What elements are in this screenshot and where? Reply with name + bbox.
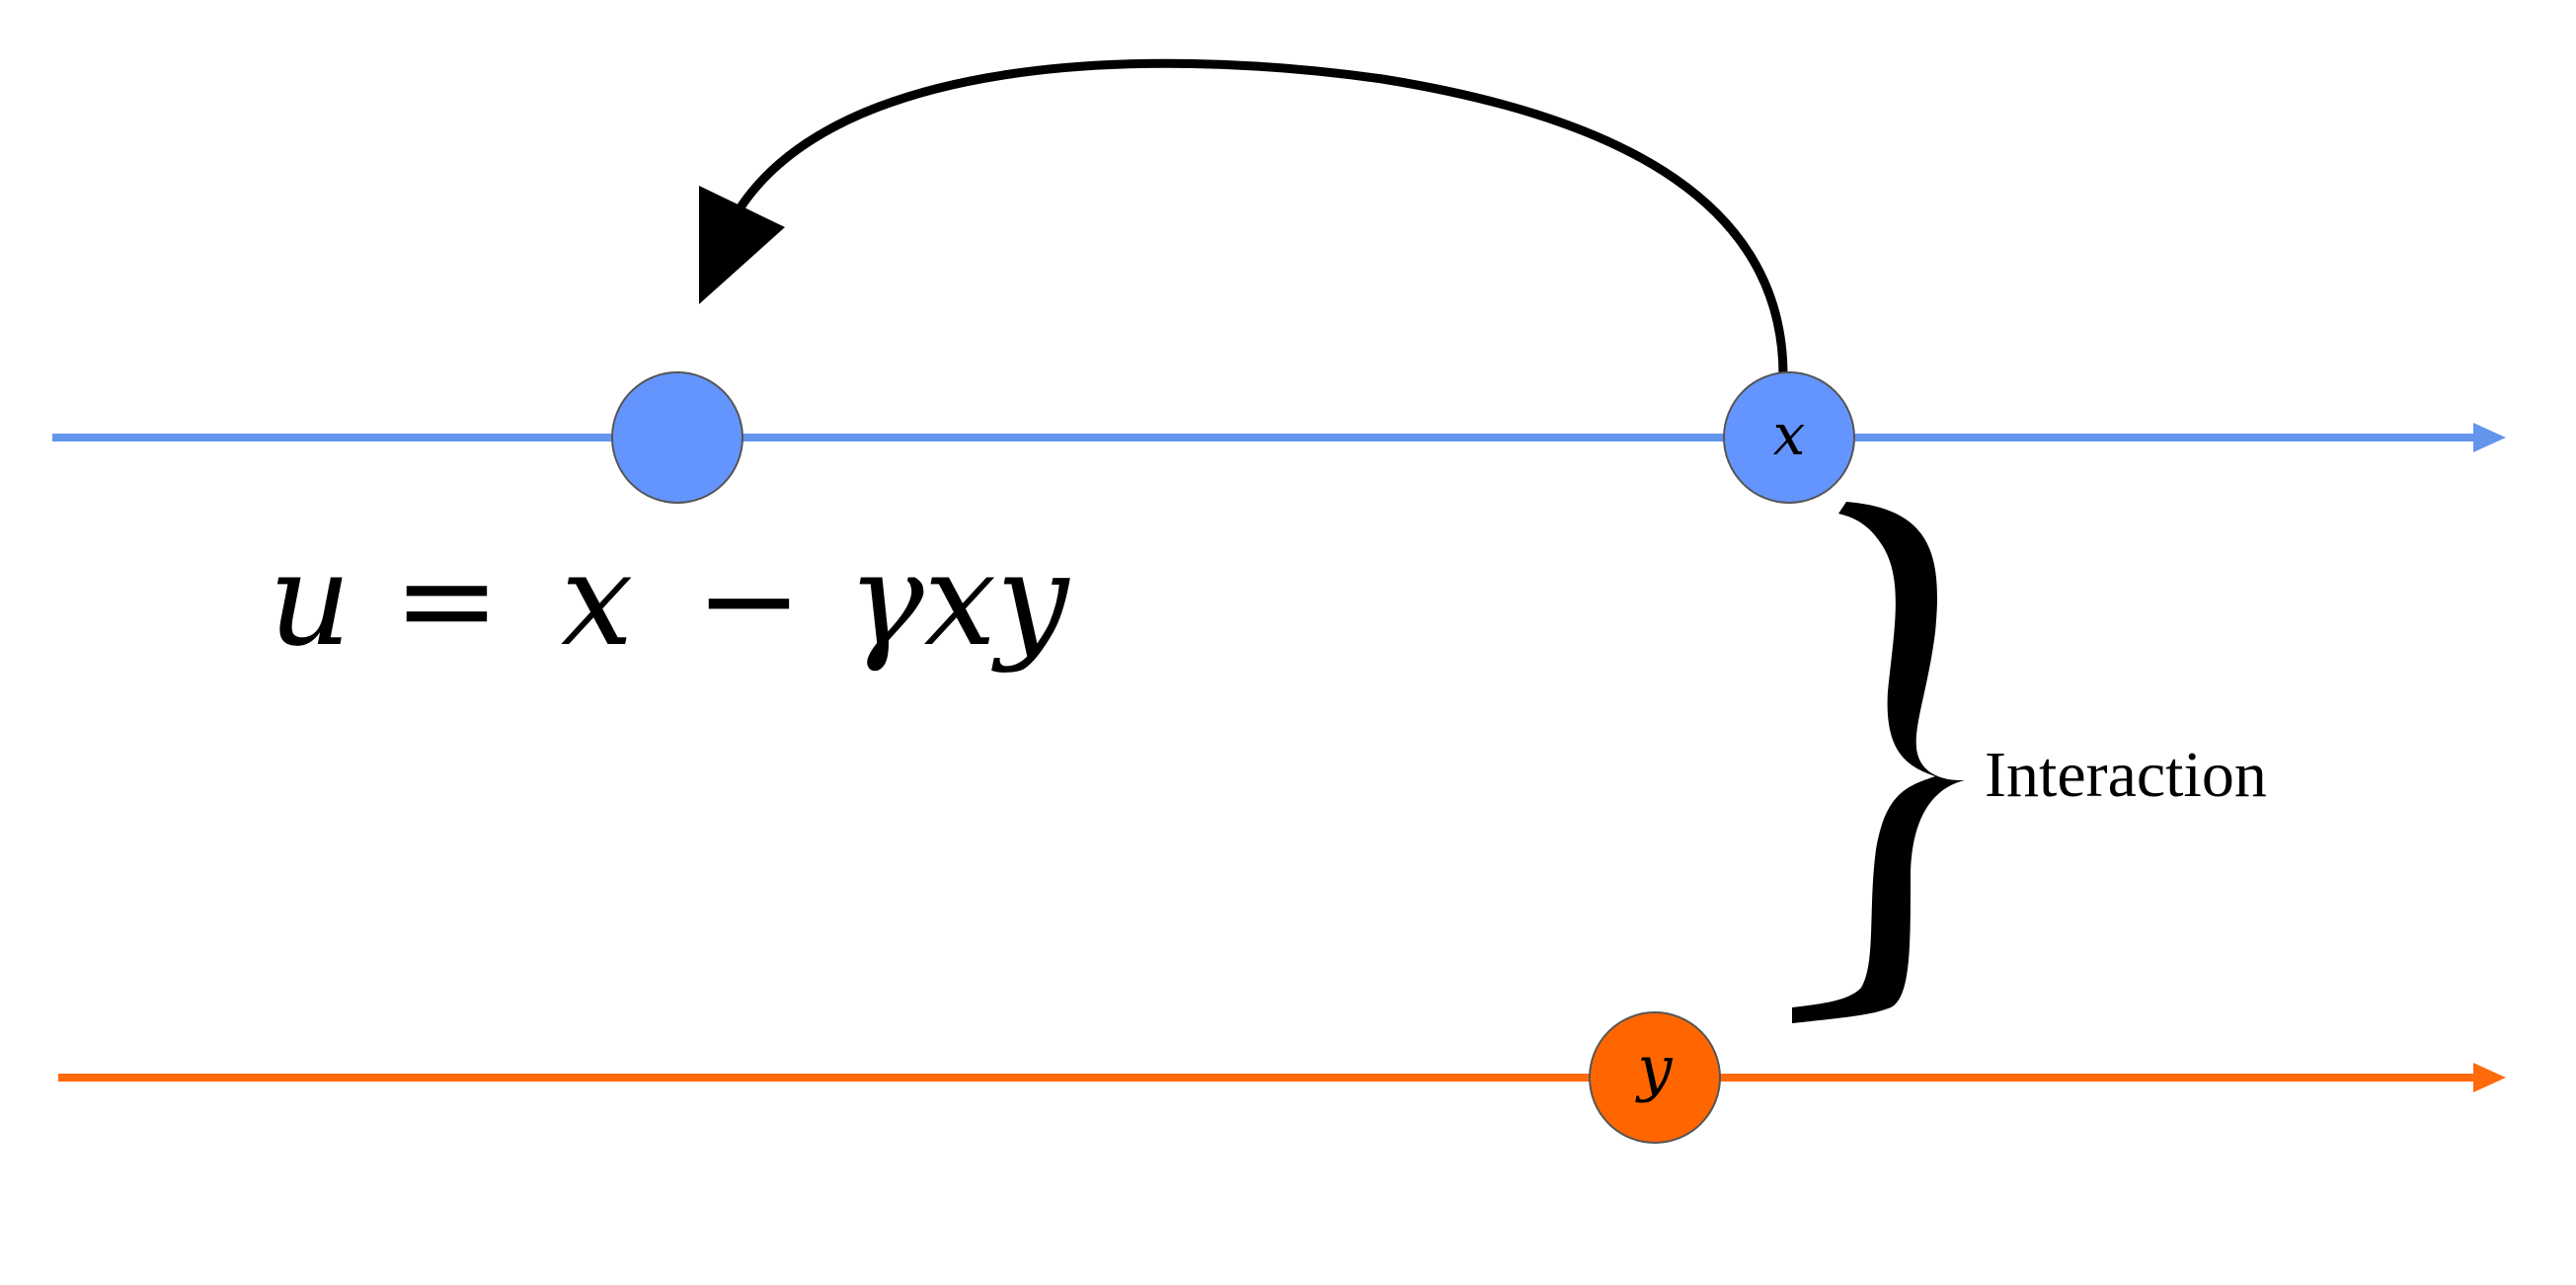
target-node: [611, 371, 743, 504]
y-axis: [58, 1063, 2506, 1092]
equation-minus: −: [695, 524, 803, 675]
feedback-arrowhead: [699, 186, 785, 304]
x-node: x: [1723, 371, 1855, 504]
x-node-label: x: [1773, 401, 1806, 468]
y-node-label: y: [1634, 1032, 1673, 1104]
interaction-brace: [1792, 502, 1965, 1023]
equation-equals: =: [393, 524, 501, 675]
equation-x: x: [561, 524, 633, 675]
x-axis: [52, 423, 2506, 452]
feedback-arrow: [699, 58, 1788, 376]
equation: u = x − γxy: [269, 524, 1070, 675]
svg-text:u = x −: u = x − γxy: [269, 524, 1070, 675]
equation-term: γxy: [847, 524, 1070, 675]
y-node: y: [1589, 1011, 1721, 1144]
interaction-label: Interaction: [1985, 739, 2267, 811]
equation-u: u: [269, 524, 351, 675]
